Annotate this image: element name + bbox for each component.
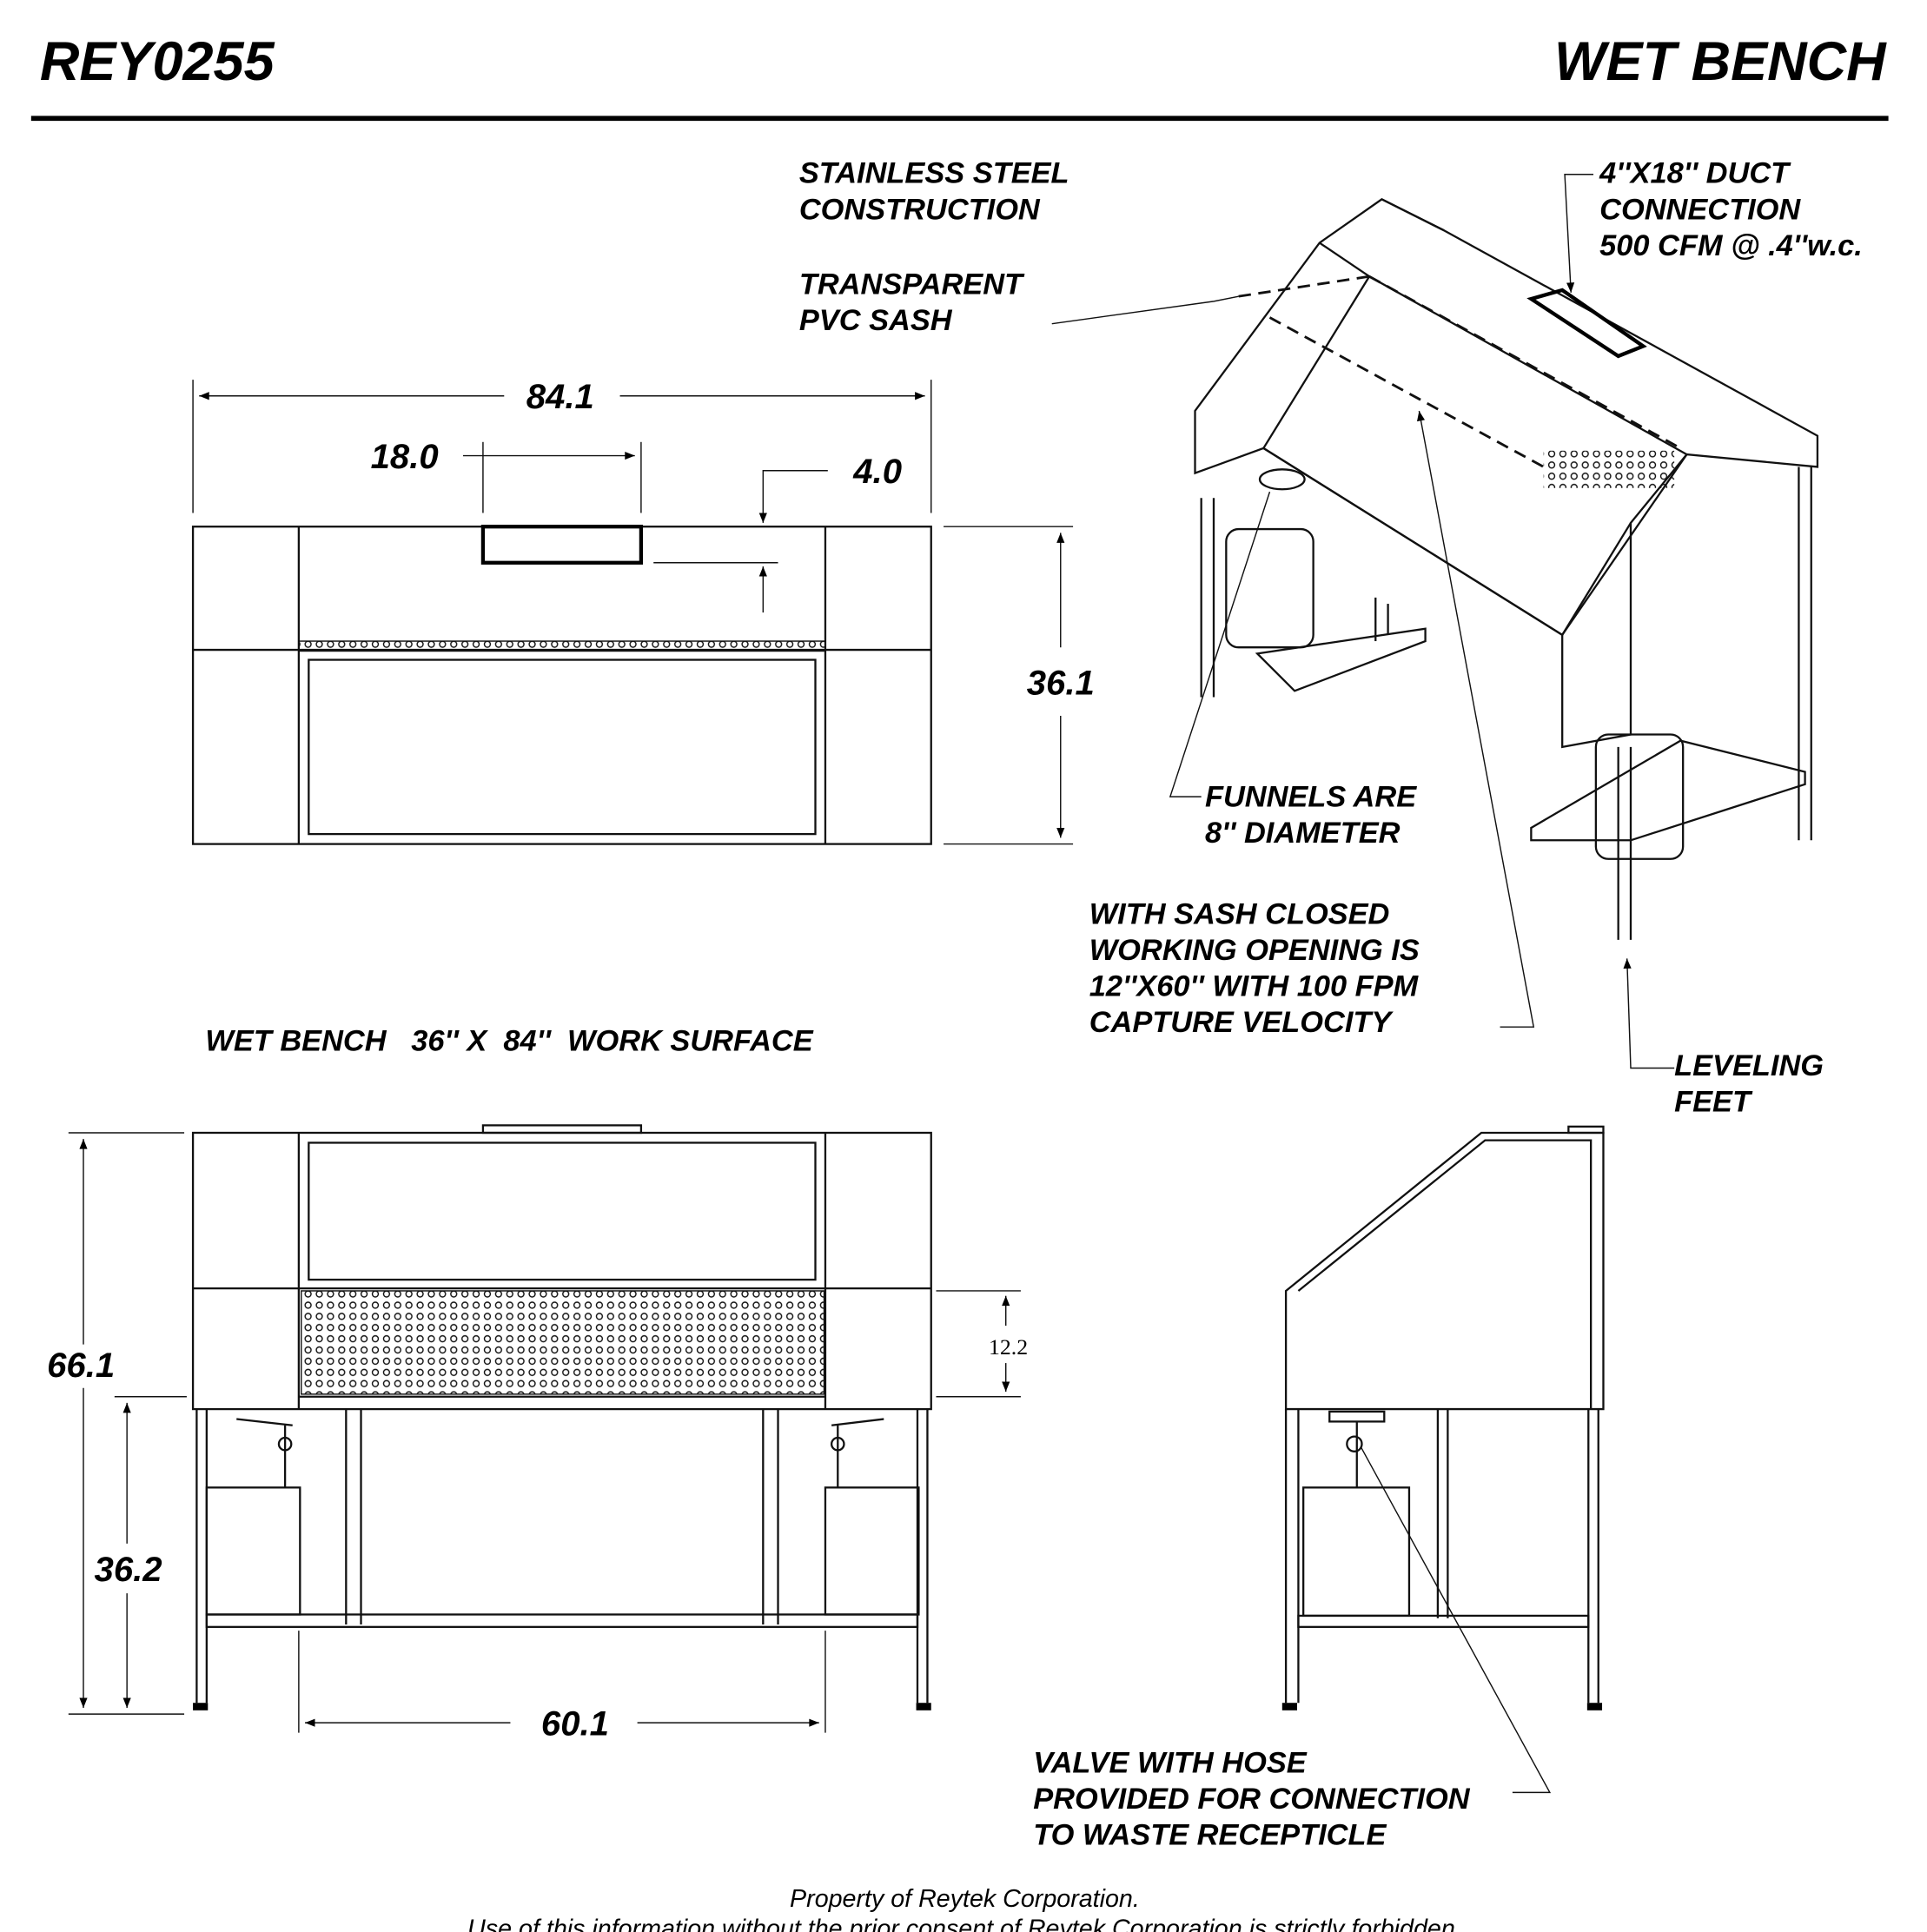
footer-property: Property of Reytek Corporation.: [790, 1885, 1140, 1913]
front-view: 66.1 36.2 60.1 12.2: [47, 1124, 1028, 1743]
dim-opening-width: 60.1: [541, 1704, 609, 1743]
dim-height: 66.1: [47, 1346, 115, 1385]
drawing-title: WET BENCH: [1554, 31, 1887, 92]
footer-disclaimer: Use of this information without the prio…: [467, 1915, 1462, 1932]
dim-duct-width: 18.0: [371, 438, 439, 476]
side-view: [1284, 1125, 1605, 1794]
isometric-view: [1051, 174, 1819, 1069]
top-view: 84.1 18.0 4.0 36.1: [191, 378, 1095, 845]
dim-duct-depth: 4.0: [852, 453, 902, 491]
drawing-number: REY0255: [40, 31, 275, 92]
dim-perforated-height: 12.2: [989, 1334, 1028, 1360]
dim-work-height: 36.2: [95, 1551, 162, 1589]
duct-outline: [480, 525, 644, 565]
dim-overall-width: 84.1: [526, 378, 594, 416]
caption: WET BENCH 36'' X 84'' WORK SURFACE: [205, 1024, 813, 1057]
dim-depth: 36.1: [1027, 665, 1095, 703]
